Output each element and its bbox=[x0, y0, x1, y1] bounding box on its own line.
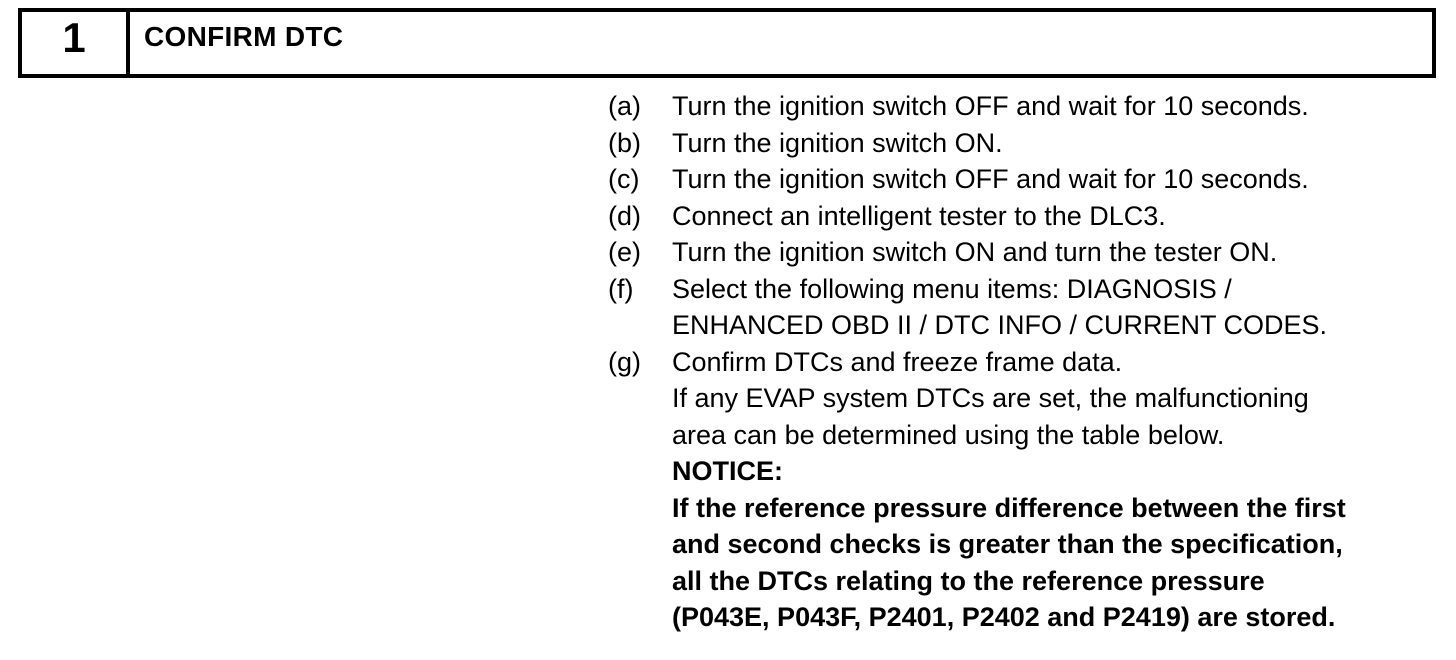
step-label: (g) bbox=[608, 346, 641, 377]
step-text: Confirm DTCs and freeze frame data. If a… bbox=[672, 344, 1438, 636]
procedure-line: Select the following menu items: DIAGNOS… bbox=[672, 273, 1232, 304]
step-label: (e) bbox=[608, 237, 641, 267]
procedure-line: Turn the ignition switch OFF and wait fo… bbox=[672, 91, 1309, 121]
step-text: Select the following menu items: DIAGNOS… bbox=[672, 271, 1438, 344]
step-title-cell: CONFIRM DTC bbox=[130, 12, 1432, 74]
notice-line: all the DTCs relating to the reference p… bbox=[672, 565, 1265, 596]
step-text: Turn the ignition switch OFF and wait fo… bbox=[672, 161, 1438, 198]
list-item: (a) Turn the ignition switch OFF and wai… bbox=[608, 88, 1438, 125]
list-item: (g) Confirm DTCs and freeze frame data. … bbox=[608, 344, 1438, 636]
procedure-line: Turn the ignition switch OFF and wait fo… bbox=[672, 164, 1309, 194]
step-label: (f) bbox=[608, 273, 634, 304]
step-header-table: 1 CONFIRM DTC bbox=[18, 8, 1436, 78]
list-item: (d) Connect an intelligent tester to the… bbox=[608, 198, 1438, 235]
notice-heading: NOTICE: bbox=[672, 456, 783, 486]
step-number: 1 bbox=[62, 14, 86, 61]
list-item: (b) Turn the ignition switch ON. bbox=[608, 125, 1438, 162]
step-text: Turn the ignition switch ON. bbox=[672, 125, 1438, 162]
notice-line: If the reference pressure difference bet… bbox=[672, 492, 1346, 523]
step-label: (b) bbox=[608, 127, 641, 158]
list-item: (c) Turn the ignition switch OFF and wai… bbox=[608, 161, 1438, 198]
procedure-line: Connect an intelligent tester to the DLC… bbox=[672, 200, 1166, 231]
step-text: Turn the ignition switch OFF and wait fo… bbox=[672, 88, 1438, 125]
step-text: Turn the ignition switch ON and turn the… bbox=[672, 234, 1438, 271]
step-label: (a) bbox=[608, 91, 641, 121]
notice-line: and second checks is greater than the sp… bbox=[672, 529, 1343, 559]
procedure-line: Confirm DTCs and freeze frame data. bbox=[672, 346, 1123, 377]
procedure-list: (a) Turn the ignition switch OFF and wai… bbox=[608, 88, 1438, 636]
step-label: (c) bbox=[608, 164, 640, 194]
procedure-line: ENHANCED OBD II / DTC INFO / CURRENT COD… bbox=[672, 310, 1328, 340]
list-item: (e) Turn the ignition switch ON and turn… bbox=[608, 234, 1438, 271]
step-number-cell: 1 bbox=[22, 12, 130, 74]
step-text: Connect an intelligent tester to the DLC… bbox=[672, 198, 1438, 235]
procedure-line: area can be determined using the table b… bbox=[672, 419, 1225, 450]
procedure-line: If any EVAP system DTCs are set, the mal… bbox=[672, 383, 1309, 413]
step-label: (d) bbox=[608, 200, 641, 231]
step-title: CONFIRM DTC bbox=[144, 21, 344, 52]
procedure-line: Turn the ignition switch ON and turn the… bbox=[672, 237, 1278, 267]
list-item: (f) Select the following menu items: DIA… bbox=[608, 271, 1438, 344]
procedure-line: Turn the ignition switch ON. bbox=[672, 127, 1003, 158]
notice-line: (P043E, P043F, P2401, P2402 and P2419) a… bbox=[672, 602, 1336, 632]
